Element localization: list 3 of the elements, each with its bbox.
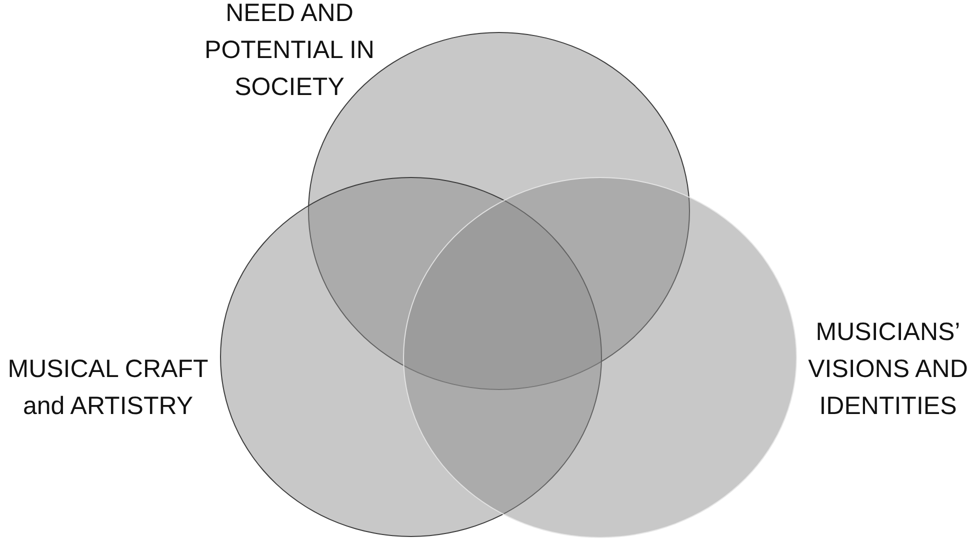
- set-label: MUSICAL CRAFT and ARTISTRY: [6, 354, 210, 422]
- set-label: NEED AND POTENTIAL IN SOCIETY: [204, 0, 376, 103]
- set-label: MUSICIANS’ VISIONS AND IDENTITIES: [807, 317, 969, 422]
